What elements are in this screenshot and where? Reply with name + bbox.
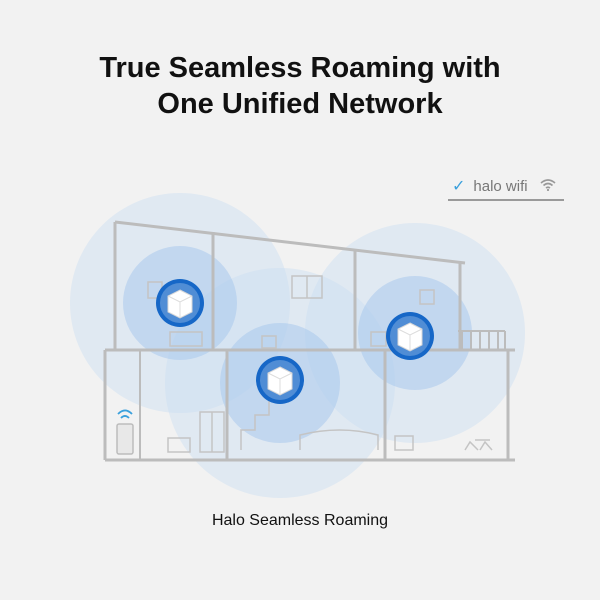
- halo-unit-upstairs-right: [386, 312, 434, 360]
- headline-line-2: One Unified Network: [157, 88, 443, 120]
- house-outline: [103, 220, 515, 462]
- caption: Halo Seamless Roaming: [211, 512, 389, 529]
- halo-unit-upstairs-left: [156, 279, 204, 327]
- balcony-railing: [458, 330, 506, 350]
- wifi-ssid-label: halo wifi: [473, 177, 528, 195]
- headline-line-1: True Seamless Roaming with: [99, 52, 501, 84]
- halo-unit-ground: [256, 356, 304, 404]
- router-device: [116, 409, 134, 455]
- wifi-network-indicator: ✓ halo wifi: [448, 173, 564, 201]
- headline: True Seamless Roaming with One Unified N…: [0, 50, 600, 122]
- interior-details: [147, 275, 493, 453]
- wifi-signal-icon: [540, 178, 556, 195]
- coverage-zones: [70, 193, 525, 498]
- check-icon: ✓: [452, 178, 466, 195]
